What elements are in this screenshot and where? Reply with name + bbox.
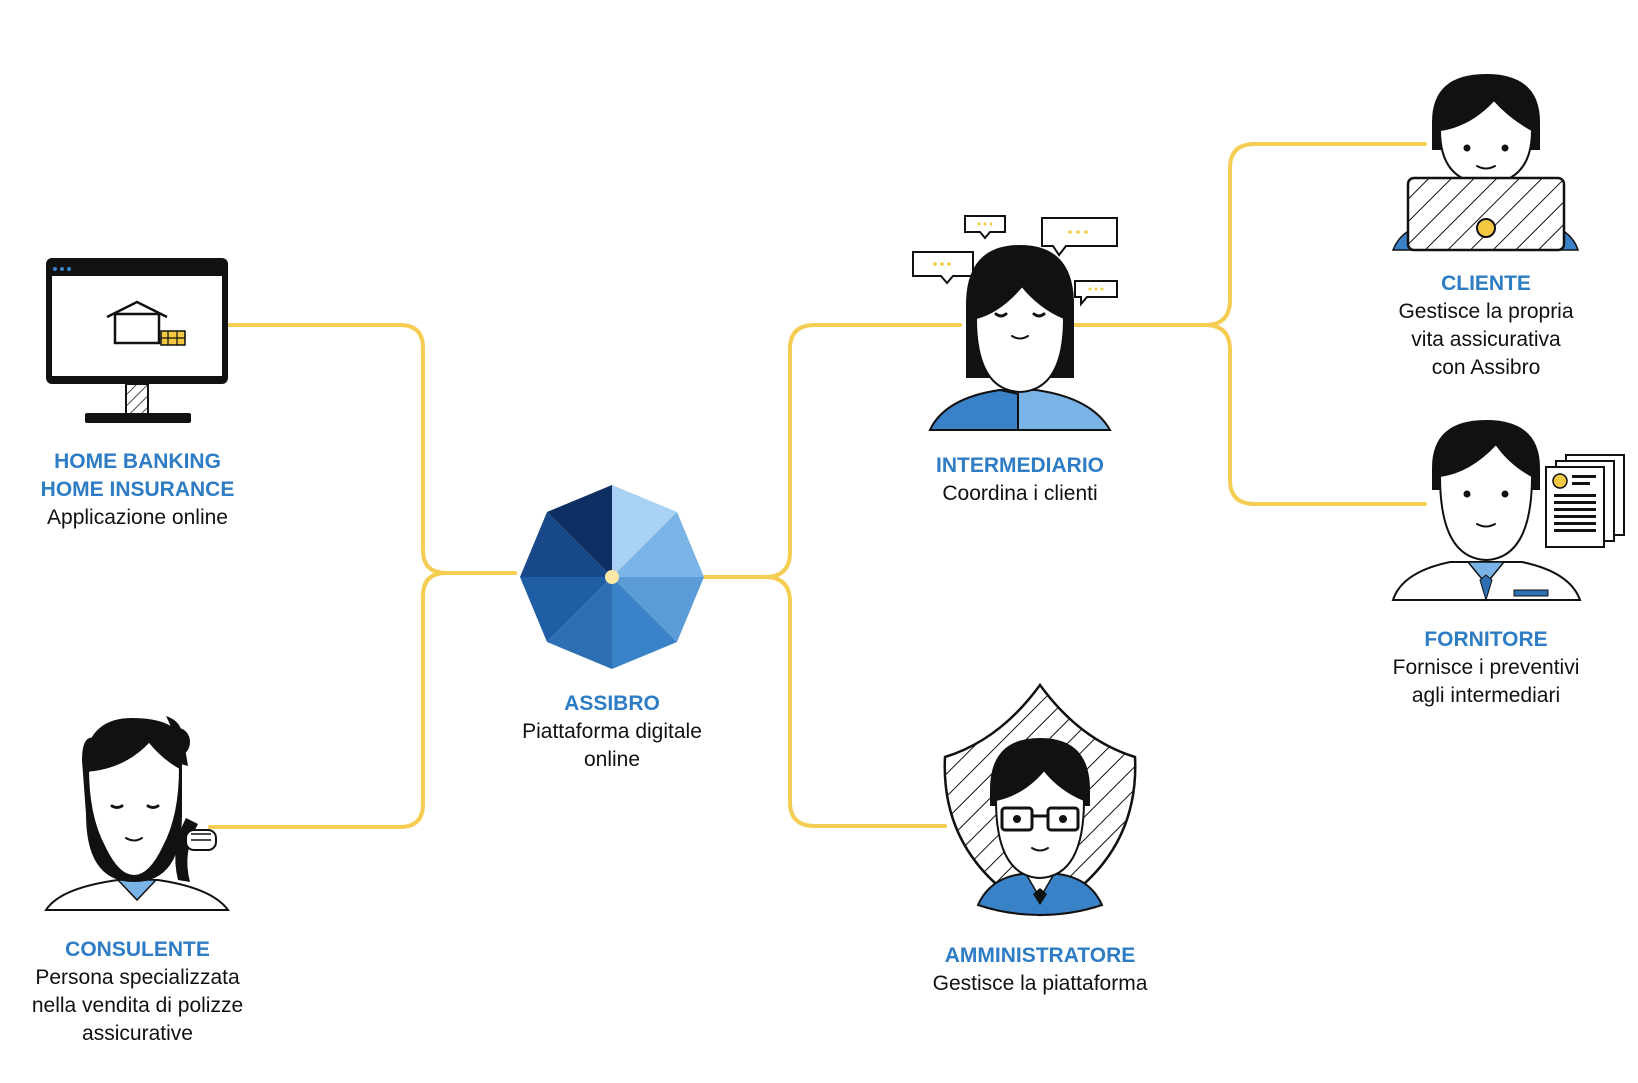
connector-home (226, 323, 517, 575)
intermediario-description: Coordina i clienti (942, 482, 1098, 505)
client-laptop-icon (1391, 74, 1580, 252)
amministratore-title: AMMINISTRATORE (944, 944, 1136, 967)
connector-amministratore (698, 575, 947, 828)
supplier-documents-icon (1391, 420, 1625, 602)
cliente-description: Gestisce la propria vita assicurativa co… (1398, 300, 1574, 379)
consulente-title: CONSULENTE (65, 938, 210, 961)
home-description: Applicazione online (47, 506, 228, 529)
center-label: ASSIBRO Piattaforma digitale online (482, 690, 742, 774)
consulente-label: CONSULENTE Persona specializzata nella v… (0, 936, 275, 1048)
intermediario-label: INTERMEDIARIO Coordina i clienti (880, 452, 1160, 508)
monitor-house-icon (46, 258, 228, 423)
fornitore-label: FORNITORE Fornisce i preventivi agli int… (1346, 626, 1626, 710)
intermediary-chat-icon (912, 215, 1118, 431)
connector-cliente (1068, 142, 1427, 327)
cliente-title: CLIENTE (1441, 272, 1531, 295)
fornitore-description: Fornisce i preventivi agli intermediari (1392, 656, 1580, 707)
center-description: Piattaforma digitale online (522, 720, 702, 771)
admin-shield-icon (943, 682, 1137, 917)
consultant-phone-icon (44, 716, 230, 911)
cliente-label: CLIENTE Gestisce la propria vita assicur… (1346, 270, 1626, 382)
consulente-description: Persona specializzata nella vendita di p… (31, 966, 244, 1045)
home-label: HOME BANKING HOME INSURANCE Applicazione… (10, 448, 265, 532)
intermediario-title: INTERMEDIARIO (936, 454, 1104, 477)
connector-fornitore (1068, 323, 1427, 506)
amministratore-description: Gestisce la piattaforma (932, 972, 1148, 995)
center-title: ASSIBRO (564, 692, 660, 715)
umbrella-icon (520, 485, 704, 669)
chat-bubble-1 (912, 215, 1118, 307)
amministratore-label: AMMINISTRATORE Gestisce la piattaforma (885, 942, 1195, 998)
fornitore-title: FORNITORE (1424, 628, 1548, 651)
connector-intermediario (698, 323, 962, 579)
connector-lines (208, 142, 1427, 829)
connector-consulente (208, 571, 517, 829)
home-title: HOME BANKING HOME INSURANCE (40, 450, 235, 501)
